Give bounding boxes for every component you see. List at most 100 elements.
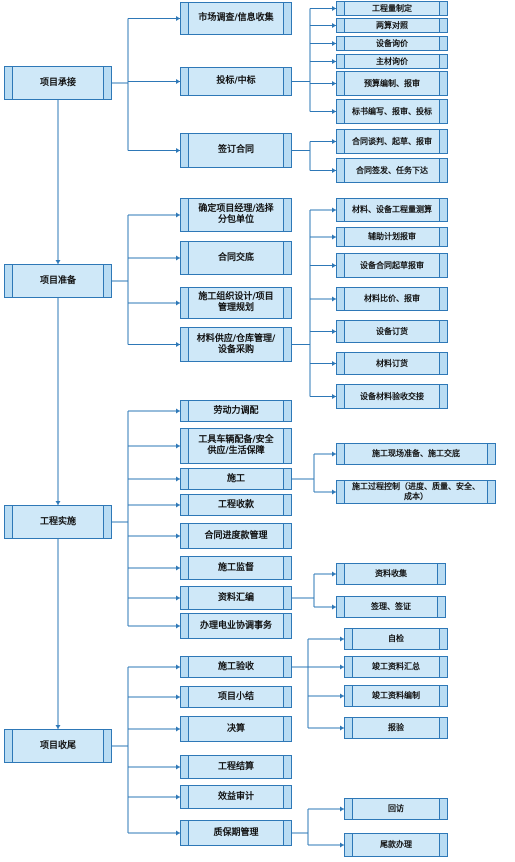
detail-box-d3[interactable]: 设备询价	[336, 36, 448, 51]
stage-box-s1[interactable]: 项目承接	[4, 66, 112, 100]
arrow-head	[176, 79, 180, 84]
task-box-t17[interactable]: 项目小结	[180, 686, 292, 708]
task-box-t5[interactable]: 合同交底	[180, 241, 292, 275]
arrow-head	[176, 664, 180, 670]
task-box-t10[interactable]: 施工	[180, 468, 292, 490]
stage-box-s4[interactable]: 项目收尾	[4, 729, 112, 763]
arrow-head	[176, 623, 180, 629]
task-label: 投标/中标	[216, 76, 256, 86]
arrow-head	[340, 636, 344, 642]
task-label: 质保期管理	[213, 827, 259, 838]
detail-box-d1[interactable]: 工程量制定	[336, 1, 448, 16]
arrow-head	[176, 830, 180, 836]
arrow-head	[332, 296, 336, 302]
task-box-t21[interactable]: 质保期管理	[180, 820, 292, 846]
task-box-t14[interactable]: 资料汇编	[180, 586, 292, 610]
arrow-head	[332, 263, 336, 268]
stage-label: 工程实施	[39, 516, 76, 527]
arrow-head	[332, 394, 336, 399]
detail-label: 自检	[388, 634, 404, 643]
task-box-t7[interactable]: 材料供应/仓库管理/设备采购	[180, 327, 292, 362]
arrow-head	[176, 212, 180, 218]
task-label: 材料供应/仓库管理/设备采购	[196, 333, 276, 355]
detail-label: 竣工资料编制	[372, 691, 420, 700]
task-label: 工程结算	[217, 761, 254, 772]
detail-box-d25[interactable]: 尾款办理	[344, 833, 448, 857]
detail-box-d6[interactable]: 标书编写、报审、投标	[336, 99, 448, 124]
detail-box-d20[interactable]: 自检	[344, 628, 448, 650]
task-label: 工具车辆配备/安全供应/生活保障	[198, 435, 274, 456]
task-box-t13[interactable]: 施工监督	[180, 556, 292, 580]
detail-box-d17[interactable]: 施工过程控制（进度、质量、安全、成本）	[336, 480, 496, 504]
task-label: 办理电业协调事务	[199, 620, 272, 631]
task-box-t12[interactable]: 合同进度款管理	[180, 523, 292, 549]
task-label: 施工监督	[217, 562, 254, 573]
detail-box-d18[interactable]: 资料收集	[336, 563, 446, 585]
detail-label: 材料订货	[376, 358, 408, 368]
task-box-t1[interactable]: 市场调查/信息收集	[180, 2, 292, 35]
arrow-head	[332, 604, 336, 610]
arrow-head	[176, 794, 180, 800]
detail-box-d12[interactable]: 材料比价、报审	[336, 287, 448, 311]
detail-box-d15[interactable]: 设备材料验收交接	[336, 384, 448, 409]
detail-label: 标书编写、报审、投标	[352, 106, 432, 116]
task-box-t18[interactable]: 决算	[180, 716, 292, 742]
task-label: 资料汇编	[217, 592, 254, 603]
task-label: 工程收款	[217, 499, 254, 510]
detail-box-d16[interactable]: 施工现场准备、施工交底	[336, 443, 496, 465]
detail-box-d22[interactable]: 竣工资料编制	[344, 685, 448, 707]
detail-box-d10[interactable]: 辅助计划报审	[336, 227, 448, 247]
detail-box-d7[interactable]: 合同谈判、起草、报审	[336, 129, 448, 154]
task-box-t2[interactable]: 投标/中标	[180, 67, 292, 96]
detail-box-d13[interactable]: 设备订货	[336, 320, 448, 343]
stage-label: 项目准备	[39, 275, 76, 286]
task-box-t8[interactable]: 劳动力调配	[180, 400, 292, 422]
detail-box-d5[interactable]: 预算编制、报审	[336, 71, 448, 96]
task-label: 确定项目经理/选择分包单位	[198, 204, 274, 225]
arrow-head	[176, 565, 180, 571]
detail-label: 签理、签证	[371, 602, 411, 611]
arrow-head	[176, 300, 180, 306]
detail-box-d11[interactable]: 设备合同起草报审	[336, 253, 448, 278]
stage-label: 项目收尾	[39, 740, 76, 751]
detail-label: 施工现场准备、施工交底	[372, 449, 460, 458]
arrow-head	[332, 168, 336, 173]
detail-label: 回访	[388, 804, 404, 813]
task-box-t3[interactable]: 签订合同	[180, 133, 292, 168]
arrow-head	[332, 451, 336, 457]
detail-box-d14[interactable]: 材料订货	[336, 352, 448, 375]
arrow-head	[176, 595, 180, 601]
detail-box-d2[interactable]: 两算对照	[336, 18, 448, 33]
detail-box-d24[interactable]: 回访	[344, 798, 448, 820]
arrow-head-down	[55, 501, 61, 505]
detail-label: 设备材料验收交接	[360, 391, 424, 401]
detail-box-d9[interactable]: 材料、设备工程量测算	[336, 198, 448, 222]
arrow-head	[340, 806, 344, 812]
task-label: 项目小结	[217, 691, 254, 702]
task-box-t11[interactable]: 工程收款	[180, 494, 292, 516]
arrow-head	[176, 148, 180, 153]
task-box-t20[interactable]: 效益审计	[180, 785, 292, 809]
detail-box-d8[interactable]: 合同签发、任务下达	[336, 158, 448, 183]
detail-label: 设备合同起草报审	[360, 260, 424, 270]
detail-label: 辅助计划报审	[368, 232, 416, 241]
task-box-t4[interactable]: 确定项目经理/选择分包单位	[180, 198, 292, 232]
task-box-t6[interactable]: 施工组织设计/项目管理规划	[180, 287, 292, 319]
task-box-t9[interactable]: 工具车辆配备/安全供应/生活保障	[180, 428, 292, 464]
detail-box-d21[interactable]: 竣工资料汇总	[344, 656, 448, 678]
detail-box-d4[interactable]: 主材询价	[336, 54, 448, 69]
task-box-t15[interactable]: 办理电业协调事务	[180, 613, 292, 639]
task-box-t16[interactable]: 施工验收	[180, 656, 292, 678]
detail-label: 设备订货	[376, 326, 408, 336]
stage-box-s3[interactable]: 工程实施	[4, 505, 112, 539]
task-box-t19[interactable]: 工程结算	[180, 755, 292, 779]
arrow-head	[176, 694, 180, 700]
detail-box-d19[interactable]: 签理、签证	[336, 596, 446, 618]
arrow-head	[332, 23, 336, 28]
arrow-head	[176, 726, 180, 732]
detail-box-d23[interactable]: 报验	[344, 717, 448, 739]
task-label: 签订合同	[217, 145, 254, 155]
stage-box-s2[interactable]: 项目准备	[4, 264, 112, 298]
arrow-head	[332, 59, 336, 64]
